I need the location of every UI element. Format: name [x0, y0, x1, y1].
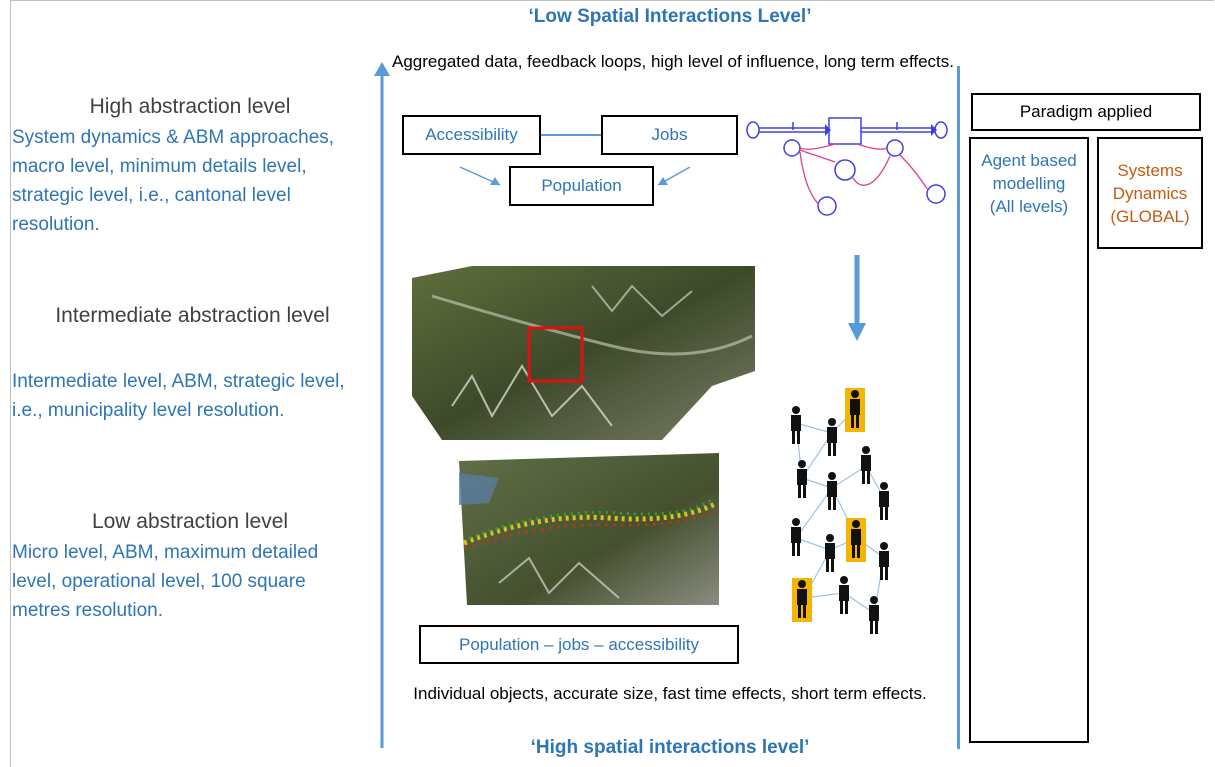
level-intermediate-heading: Intermediate abstraction level: [55, 304, 330, 327]
level-low-desc: Micro level, ABM, maximum detailed level…: [12, 542, 319, 621]
level-high-desc: System dynamics & ABM approaches, macro …: [12, 127, 335, 235]
population-jobs-accessibility-box: Population – jobs – accessibility: [419, 625, 739, 664]
top-title: ‘Low Spatial Interactions Level’: [528, 6, 812, 27]
systems-dynamics-box: Systems Dynamics (GLOBAL): [1097, 137, 1203, 249]
agent-based-modelling-label: Agent based modelling (All levels): [981, 151, 1077, 216]
agent-based-modelling-box: Agent based modelling (All levels): [969, 137, 1089, 743]
accessibility-box: Accessibility: [402, 115, 541, 155]
figure-frame: [10, 0, 1214, 767]
down-arrow: [848, 255, 866, 341]
person-icons: [791, 388, 889, 634]
right-divider-line: [957, 66, 960, 749]
level-high-heading: High abstraction level: [89, 95, 291, 118]
selection-rectangle: [527, 326, 584, 383]
jobs-box: Jobs: [601, 115, 738, 155]
terrain-map-image: [412, 266, 755, 440]
top-description: Aggregated data, feedback loops, high le…: [392, 52, 954, 71]
stock-flow-diagram: [746, 117, 948, 216]
bottom-description: Individual objects, accurate size, fast …: [413, 684, 927, 703]
concept-links: [459, 134, 691, 186]
systems-dynamics-label: Systems Dynamics (GLOBAL): [1110, 160, 1190, 226]
population-box: Population: [509, 166, 654, 206]
vertical-up-arrow: [374, 62, 390, 748]
population-density-map-image: [459, 453, 719, 605]
agent-network-illustration: [791, 388, 889, 634]
paradigm-applied-box: Paradigm applied: [971, 93, 1201, 131]
level-low-heading: Low abstraction level: [91, 510, 289, 533]
level-intermediate-desc: Intermediate level, ABM, strategic level…: [12, 371, 345, 421]
bottom-title: ‘High spatial interactions level’: [530, 737, 810, 758]
